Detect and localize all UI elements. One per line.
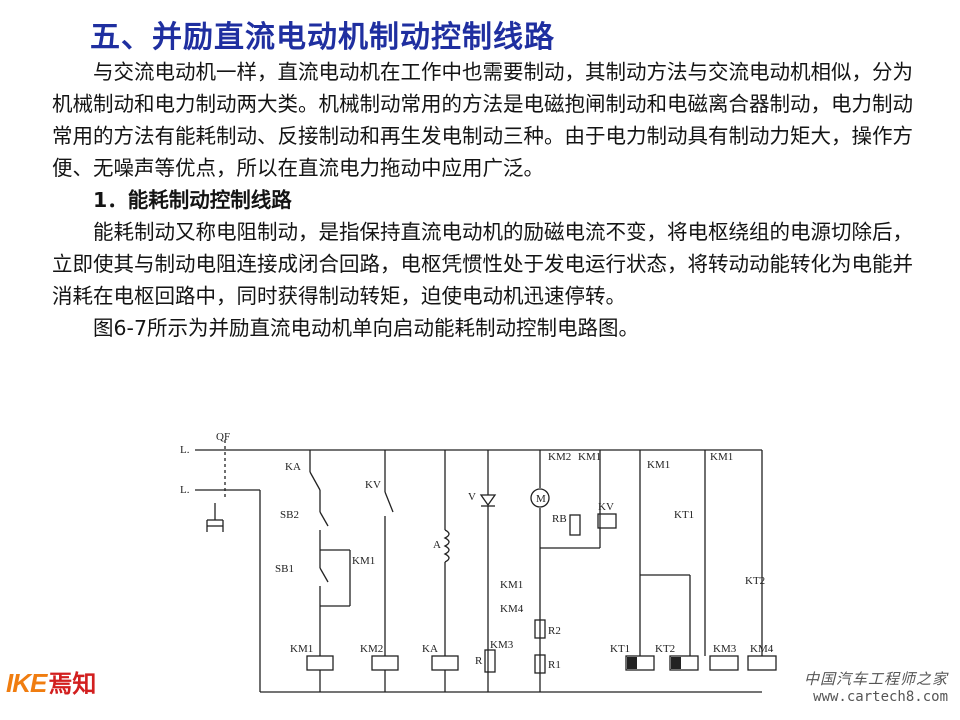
- paragraph-figure-caption: 图6-7所示为并励直流电动机单向启动能耗制动控制电路图。: [93, 316, 639, 340]
- label-KT2-coil: KT2: [655, 643, 675, 655]
- label-R1: R1: [548, 659, 561, 671]
- circuit-diagram: L. L. QF KA KV V M SB2 SB1 KM1 A KM2 KM1…: [180, 431, 777, 693]
- label-KM3-r: KM3: [490, 639, 514, 651]
- paragraph-braking-overview: 与交流电动机一样，直流电动机在工作中也需要制动，其制动方法与交流电动机相似，分为…: [52, 60, 913, 180]
- label-KM1-r: KM1: [500, 579, 523, 591]
- label-L1: L.: [180, 444, 190, 456]
- label-R: R: [475, 655, 483, 667]
- label-SB2: SB2: [280, 509, 299, 521]
- watermark-site-name: 中国汽车工程师之家: [803, 670, 948, 688]
- label-KA-coil: KA: [422, 643, 438, 655]
- label-KA-contact: KA: [285, 461, 301, 473]
- ike-logo: IKE焉知: [6, 664, 118, 698]
- label-KM2-top: KM2: [548, 451, 571, 463]
- label-SB1: SB1: [275, 563, 294, 575]
- label-RB: RB: [552, 513, 567, 525]
- label-KT2-contact: KT2: [745, 575, 765, 587]
- site-watermark: 中国汽车工程师之家 www.cartech8.com: [804, 668, 948, 705]
- label-KM4-coil: KM4: [750, 643, 774, 655]
- label-KM1-top3: KM1: [710, 451, 733, 463]
- label-V: V: [468, 491, 476, 503]
- watermark-url: www.cartech8.com: [813, 689, 948, 705]
- paragraph-dynamic-braking: 能耗制动又称电阻制动，是指保持直流电动机的励磁电流不变，将电枢绕组的电源切除后，…: [52, 220, 913, 308]
- label-KM1-coil: KM1: [290, 643, 313, 655]
- label-KV-contact: KV: [365, 479, 381, 491]
- logo-name: 焉知: [48, 671, 97, 698]
- label-QF: QF: [216, 431, 230, 443]
- label-KT1-contact: KT1: [674, 509, 694, 521]
- label-KV-coil: KV: [598, 501, 614, 513]
- logo-mark: IKE: [6, 668, 47, 698]
- label-KM1-top: KM1: [578, 451, 601, 463]
- label-KM2-coil: KM2: [360, 643, 383, 655]
- label-A: A: [433, 539, 441, 551]
- label-L2: L.: [180, 484, 190, 496]
- label-KM3-coil: KM3: [713, 643, 737, 655]
- slide-title: 五、并励直流电动机制动控制线路: [90, 20, 555, 55]
- slide-body: 与交流电动机一样，直流电动机在工作中也需要制动，其制动方法与交流电动机相似，分为…: [52, 56, 932, 344]
- label-KM1-hold: KM1: [352, 555, 375, 567]
- label-KT1-coil: KT1: [610, 643, 630, 655]
- label-R2: R2: [548, 625, 561, 637]
- subheading-dynamic-braking: 1．能耗制动控制线路: [93, 188, 292, 212]
- label-M: M: [536, 493, 546, 505]
- label-KM4-r: KM4: [500, 603, 524, 615]
- label-KM1-top2: KM1: [647, 459, 670, 471]
